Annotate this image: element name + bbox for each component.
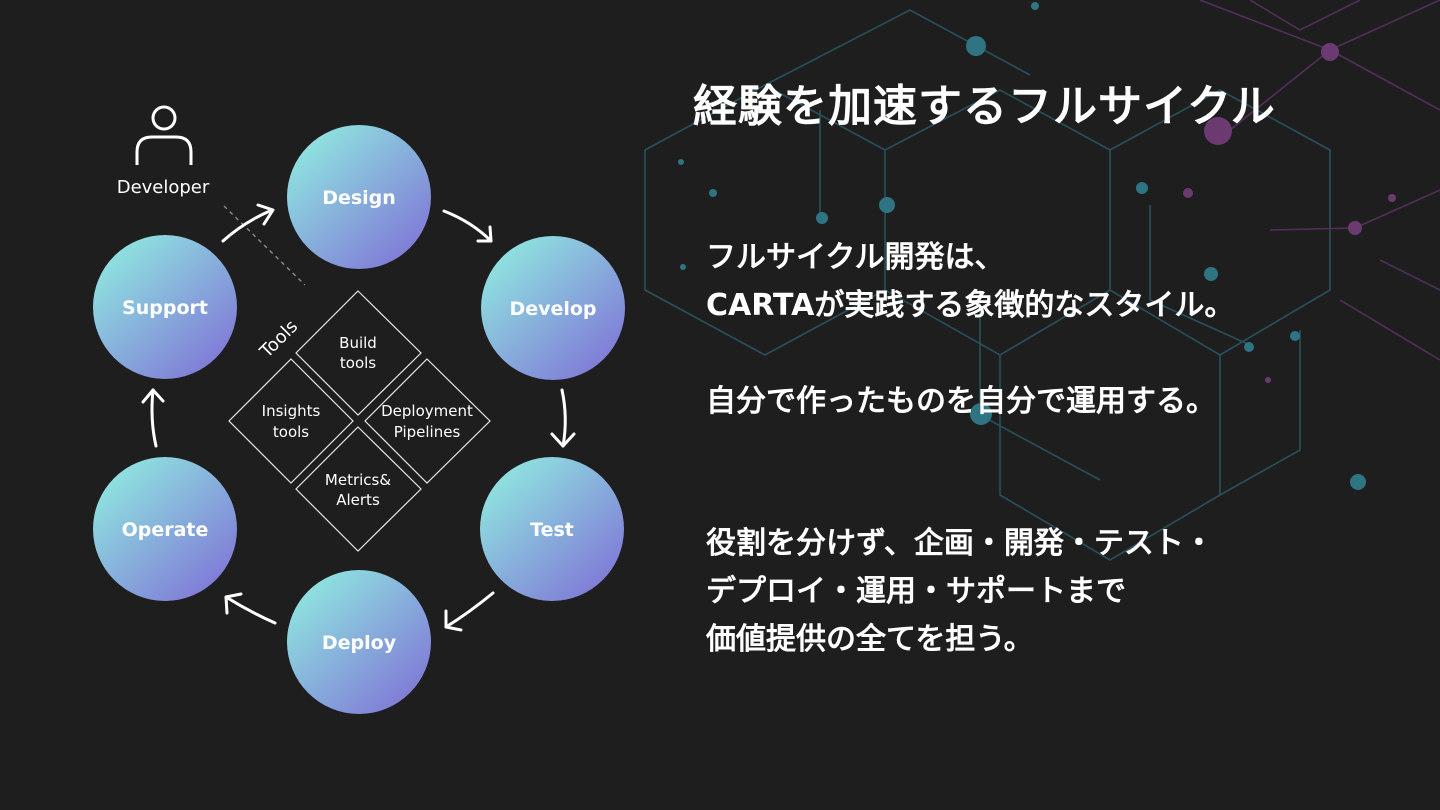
node-label: Deploy — [322, 632, 397, 654]
cycle-arrows — [141, 203, 576, 632]
node-label: Support — [122, 297, 208, 319]
svg-text:Alerts: Alerts — [336, 491, 380, 509]
node-label: Design — [322, 187, 396, 209]
paragraph-line: 役割を分けず、企画・開発・テスト・ — [706, 526, 1214, 561]
arrow-design-to-develop — [442, 209, 493, 243]
tool-diamond-deployment — [364, 358, 491, 484]
arrow-test-to-deploy — [444, 591, 495, 632]
tool-diamond-build — [295, 290, 422, 416]
cycle-node-support: Support — [93, 235, 237, 379]
cycle-node-develop: Develop — [481, 236, 625, 380]
svg-text:tools: tools — [340, 354, 376, 372]
tool-diamond-metrics — [295, 426, 422, 552]
paragraph-1: フルサイクル開発は、 CARTAが実践する象徴的なスタイル。 — [706, 234, 1234, 330]
paragraph-line: フルサイクル開発は、 — [706, 240, 1005, 275]
node-label: Operate — [122, 519, 209, 541]
paragraph-3: 役割を分けず、企画・開発・テスト・ デプロイ・運用・サポートまで 価値提供の全て… — [706, 520, 1214, 664]
svg-text:Insights: Insights — [262, 402, 321, 420]
svg-text:tools: tools — [273, 423, 309, 441]
paragraph-line: CARTAが実践する象徴的なスタイル。 — [706, 288, 1235, 323]
arrow-develop-to-test — [550, 388, 576, 448]
developer: Developer — [117, 105, 210, 198]
tool-deployment: Deployment Pipelines — [381, 402, 473, 441]
developer-divider — [223, 205, 306, 286]
cycle-node-design: Design — [287, 125, 431, 269]
tool-metrics: Metrics& Alerts — [325, 471, 391, 509]
cycle-node-operate: Operate — [93, 457, 237, 601]
cycle-node-deploy: Deploy — [287, 570, 431, 714]
full-cycle-diagram: Developer Design — [93, 105, 625, 714]
cycle-node-test: Test — [480, 457, 624, 601]
paragraph-2: 自分で作ったものを自分で運用する。 — [706, 378, 1216, 426]
page-title: 経験を加速するフルサイクル — [693, 81, 1276, 132]
tool-build: Build tools — [339, 334, 377, 372]
node-label: Develop — [509, 298, 596, 320]
svg-text:Deployment: Deployment — [381, 402, 473, 420]
svg-text:Build: Build — [339, 334, 377, 352]
svg-text:Pipelines: Pipelines — [394, 423, 461, 441]
tool-diamond-insights — [228, 358, 354, 484]
arrow-operate-to-support — [141, 388, 165, 448]
tools-label: Tools — [255, 316, 302, 363]
node-label: Test — [530, 519, 574, 541]
svg-text:Metrics&: Metrics& — [325, 471, 391, 489]
paragraph-line: 自分で作ったものを自分で運用する。 — [706, 384, 1216, 419]
paragraph-line: 価値提供の全てを担う。 — [706, 622, 1034, 657]
person-icon — [135, 105, 193, 165]
tool-insights: Insights tools — [262, 402, 321, 441]
developer-label: Developer — [117, 177, 210, 198]
arrow-deploy-to-operate — [224, 592, 277, 625]
paragraph-line: デプロイ・運用・サポートまで — [706, 574, 1126, 609]
arrow-support-to-design — [221, 203, 275, 243]
